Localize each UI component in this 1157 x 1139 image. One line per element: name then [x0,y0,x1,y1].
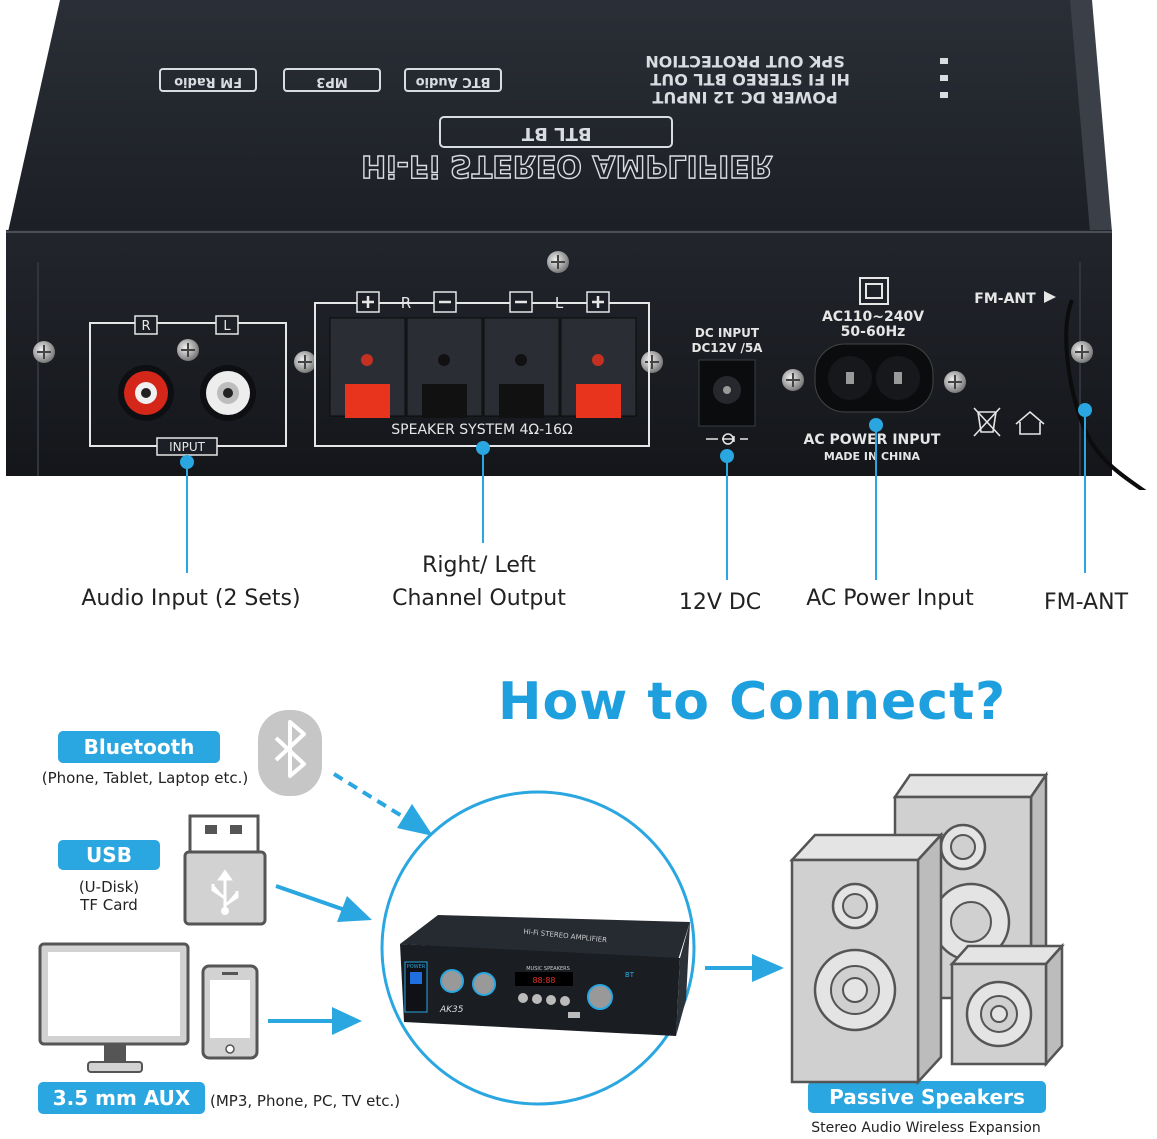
usb-sub-2: TF Card [80,896,138,914]
connect-illustration: Hi-Fi STEREO AMPLIFIER POWER 88:88 MUSIC… [38,710,1065,1106]
weee-icon [973,407,1045,437]
callout-channel-line2: Channel Output [392,586,566,611]
speaker-terminals [329,317,637,418]
input-l-label: L [223,319,231,334]
monitor-icon [38,942,190,1073]
top-badge: BTL BT [521,123,591,144]
made-in-label: MADE IN CHINA [824,450,921,463]
usb-drive-icon [183,814,267,926]
input-label: INPUT [169,440,206,454]
ac-label-1: AC110~240V [822,309,924,325]
ac-power-label: AC POWER INPUT [804,432,941,448]
callout-fm: FM-ANT [1043,590,1129,615]
speaker-system-label: SPEAKER SYSTEM 4Ω-16Ω [391,422,573,438]
top-icon-fm: FM Radio [174,74,242,89]
ac-label-2: 50-60Hz [841,324,906,340]
mini-amplifier: Hi-Fi STEREO AMPLIFIER POWER 88:88 MUSIC… [400,915,690,1036]
aux-pill: 3.5 mm AUX [38,1082,205,1114]
input-r-label: R [141,319,150,334]
phone-icon [201,964,259,1060]
passive-speakers [789,770,1065,1086]
bluetooth-pill: Bluetooth [58,731,220,763]
amplifier-rear-illustration: Hi-Fi STEREO AMPLIFIER BTL BT POWER DC 1… [6,0,1147,490]
speakers-sub: Stereo Audio Wireless Expansion [811,1120,1041,1136]
mini-amp-bt: BT [625,971,635,979]
spk-l-label: L [555,294,564,312]
screws [33,251,1093,393]
top-title: Hi-Fi STEREO AMPLIFIER [361,148,773,183]
dc-input-label-2: DC12V /5A [692,341,764,355]
usb-sub-1: (U-Disk) [78,878,140,896]
bluetooth-icon [258,710,322,796]
top-feature-1: POWER DC 12 INPUT [652,88,837,107]
connect-headline: How to Connect? [498,672,1007,732]
callout-lines [186,488,1086,580]
top-icon-mp3: MP3 [316,74,348,89]
house-icon [1015,410,1045,435]
mini-amp-model: AK35 [439,1005,464,1015]
aux-sub: (MP3, Phone, PC, TV etc.) [210,1092,401,1110]
top-icon-btc: BTC Audio [416,74,491,89]
callout-dc: 12V DC [678,590,762,615]
top-feature-2: HI FI STEREO BTL OUT [650,70,850,89]
callout-channel-line1: Right/ Left [422,553,536,578]
top-cover-print: Hi-Fi STEREO AMPLIFIER [360,147,773,183]
callout-ac: AC Power Input [806,586,974,611]
spk-r-label: R [401,294,411,312]
mini-amp-power: POWER [407,964,426,970]
bluetooth-sub: (Phone, Tablet, Laptop etc.) [41,769,249,787]
arrows [268,772,784,1035]
mini-amp-music: MUSIC SPEAKERS [526,966,570,972]
svg-text:88:88: 88:88 [532,976,555,985]
speakers-pill: Passive Speakers [808,1081,1046,1113]
fm-ant-label: FM-ANT [974,291,1036,307]
top-feature-3: SPK OUT PROTECTION [645,52,844,71]
dc-input-label-1: DC INPUT [695,326,760,340]
usb-pill: USB [58,840,160,870]
callout-audio-input: Audio Input (2 Sets) [81,586,301,611]
